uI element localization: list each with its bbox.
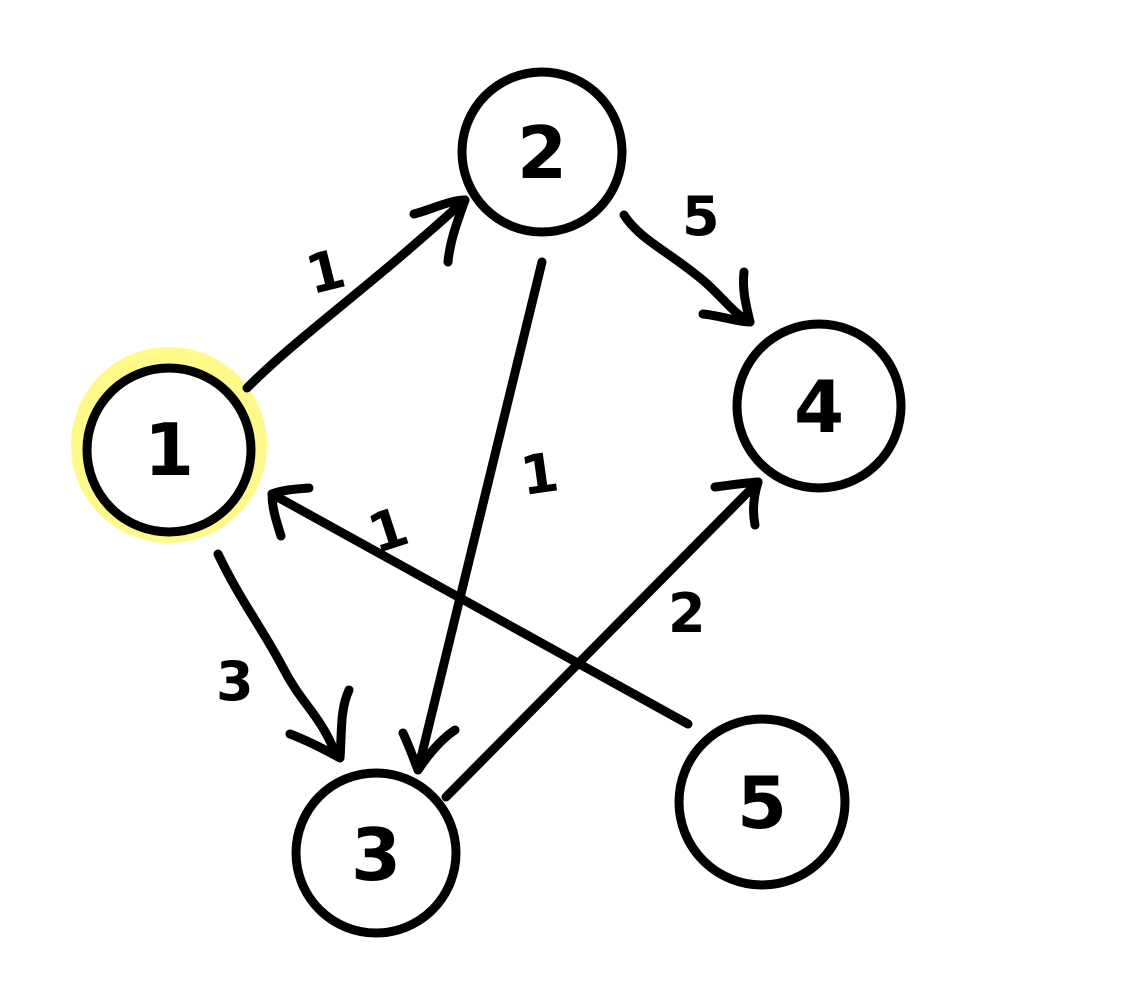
node-3-label: 3 [351, 813, 401, 897]
edge-3-to-4-arrowhead [710, 477, 763, 530]
node-4-circle [732, 319, 906, 493]
edge-2-to-3-line [413, 257, 547, 775]
node-2-circle [457, 67, 627, 237]
node-2[interactable]: 2 [457, 67, 627, 237]
edge-5-to-1 [267, 483, 693, 729]
edge-3-to-4 [441, 477, 763, 802]
edge-2-to-4-arrowhead [698, 267, 755, 327]
edge-1-to-3-line [213, 549, 340, 757]
edge-5-to-1-arrowhead [267, 483, 314, 541]
edge-3-to-4-weight: 2 [668, 582, 706, 645]
node-4[interactable]: 4 [732, 319, 906, 493]
edge-3-to-4-line [441, 477, 763, 802]
edge-1-to-3 [213, 549, 354, 763]
node-3-circle [291, 768, 461, 938]
edge-1-to-2-arrowhead [409, 195, 470, 267]
node-1-label: 1 [144, 408, 194, 492]
edge-2-to-3-weight: 1 [516, 440, 562, 508]
edge-2-to-4 [619, 210, 755, 327]
edge-1-to-2-weight: 1 [300, 237, 352, 307]
node-3[interactable]: 3 [291, 768, 461, 938]
edge-1-to-3-arrowhead [285, 685, 354, 763]
node-5-circle [674, 714, 850, 890]
edge-1-to-2-line [242, 195, 470, 393]
node-1[interactable]: 1 [82, 363, 256, 537]
node-1-circle [82, 363, 256, 537]
node-4-label: 4 [794, 365, 844, 449]
edge-2-to-4-line [619, 210, 755, 327]
edge-5-to-1-line [267, 489, 693, 729]
edge-2-to-4-weight: 5 [682, 185, 720, 248]
edge-5-to-1-weight: 1 [361, 495, 416, 567]
node-2-label: 2 [517, 111, 567, 195]
node-5[interactable]: 5 [674, 714, 850, 890]
edge-1-to-3-weight: 3 [216, 650, 254, 713]
edge-2-to-3 [398, 257, 547, 775]
node-5-label: 5 [737, 761, 787, 845]
edge-1-to-2 [242, 195, 470, 393]
edge-2-to-3-arrowhead [398, 725, 460, 775]
